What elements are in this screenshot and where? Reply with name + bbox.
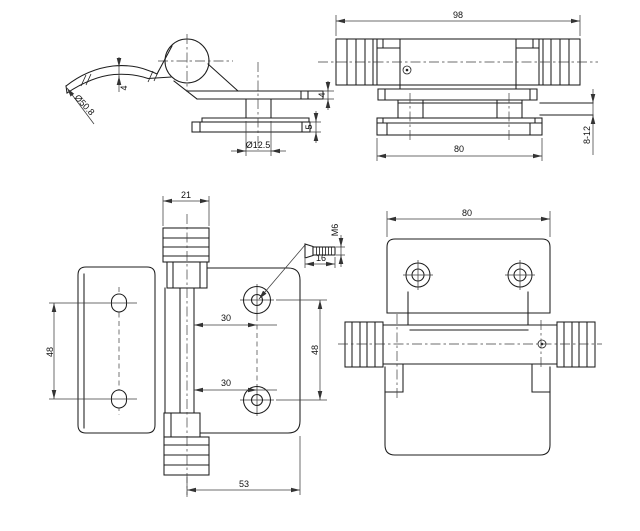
dim-knuckle-width: 21 (162, 190, 210, 226)
top-view: 98 80 8-12 (318, 10, 598, 161)
dim-label-plate-extent: 53 (239, 479, 249, 489)
rear-view-outline (344, 238, 596, 456)
dim-left-hole-spacing: 48 (45, 302, 137, 400)
dim-label-plate-width-rear: 80 (462, 208, 472, 218)
dim-arm-thickness: 4 (116, 57, 129, 92)
top-view-outline (335, 38, 594, 136)
dim-label-hole-offset-lower: 30 (221, 378, 231, 388)
dim-label-right-hole-spacing: 48 (310, 345, 320, 355)
dim-glass-thickness-range: 8-12 (582, 89, 596, 155)
top-view-centerlines (318, 61, 598, 141)
dim-label-hole-offset-upper: 30 (221, 313, 231, 323)
dim-plate-width-top: 80 (376, 138, 543, 161)
dim-hole-offset-lower: 30 (194, 378, 277, 393)
dim-right-hole-spacing: 48 (276, 299, 327, 401)
dim-hole-offset-upper: 30 (194, 313, 277, 328)
dim-plate-extent: 53 (186, 436, 301, 495)
dim-label-screw-length: 16 (316, 253, 326, 263)
dim-screw-thread: M6 (330, 224, 345, 267)
dim-bottom-plate-thickness: 5 (304, 111, 321, 143)
dim-label-tube-diameter: Ø50.8 (73, 93, 97, 118)
dim-label-knuckle-width: 21 (181, 190, 191, 200)
dim-label-screw-thread: M6 (330, 224, 340, 237)
dim-label-bottom-plate-thickness: 5 (304, 124, 314, 129)
dim-tube-diameter: Ø50.8 (66, 87, 97, 125)
dim-screw-length: 16 (304, 253, 336, 268)
side-view-outline (65, 38, 324, 133)
rear-view-holes (403, 260, 535, 290)
front-view-outline (77, 227, 301, 476)
dim-overall-width: 98 (335, 10, 581, 36)
side-view: Ø50.8 4 4 5 Ø12.5 (65, 34, 334, 156)
dim-label-spacer-diameter: Ø12.5 (246, 140, 271, 150)
screw-callout: M6 16 (258, 224, 345, 300)
side-view-centerlines (158, 34, 259, 150)
dim-spacer-diameter: Ø12.5 (231, 121, 286, 156)
dim-label-left-hole-spacing: 48 (45, 347, 55, 357)
dim-label-top-plate-thickness: 4 (317, 92, 327, 97)
dim-label-plate-width-top: 80 (454, 144, 464, 154)
dim-label-arm-thickness: 4 (119, 85, 129, 90)
dim-label-glass-thickness-range: 8-12 (582, 126, 592, 144)
dim-plate-width-rear: 80 (386, 208, 551, 237)
right-plate-holes (242, 285, 272, 415)
rear-view-centerlines (338, 314, 602, 398)
front-view: 21 (45, 190, 345, 497)
dim-label-overall-width: 98 (453, 10, 463, 20)
dim-top-plate-thickness: 4 (317, 81, 334, 110)
rear-view: 80 (338, 208, 602, 456)
